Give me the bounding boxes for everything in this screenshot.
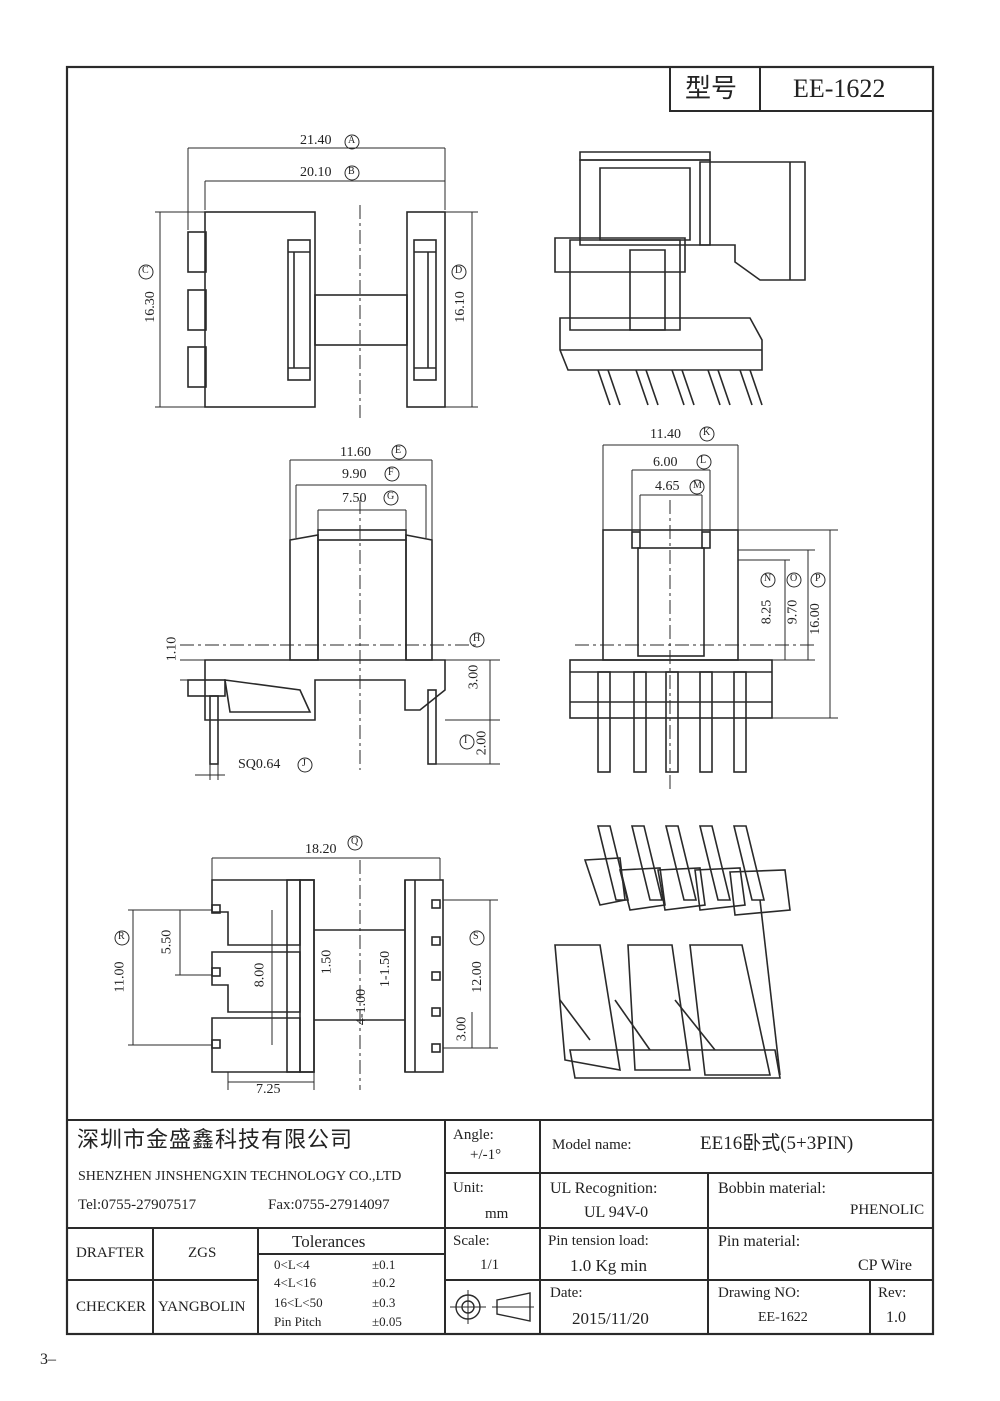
- bobbin-label: Bobbin material:: [718, 1180, 826, 1197]
- scale-value: 1/1: [480, 1257, 500, 1273]
- pin-tension-value: 1.0 Kg min: [570, 1256, 647, 1275]
- dim-o: 9.70: [785, 599, 801, 625]
- dim-p: 16.00: [807, 603, 823, 635]
- dim-d-tag: D: [455, 265, 463, 276]
- drafter-label: DRAFTER: [76, 1245, 145, 1261]
- dim-550: 5.50: [159, 929, 175, 955]
- view-top-left: [155, 147, 478, 418]
- dim-f: 9.90: [342, 467, 367, 482]
- dim-o-tag: O: [790, 573, 798, 584]
- dim-a-tag: A: [348, 135, 356, 146]
- title-block-lines: [67, 1119, 933, 1334]
- model-box: [669, 66, 934, 112]
- dim-k: 11.40: [650, 427, 681, 442]
- dim-s: 12.00: [469, 961, 485, 993]
- dim-b: 20.10: [300, 165, 332, 180]
- type-label: 型号: [685, 74, 738, 103]
- dim-e: 11.60: [340, 445, 371, 460]
- unit-value: mm: [485, 1206, 509, 1222]
- tol-range-2: 16<L<50: [274, 1295, 323, 1310]
- dim-m-tag: M: [693, 480, 702, 491]
- projection-symbol: [450, 1290, 534, 1324]
- tol-value-2: ±0.3: [372, 1295, 396, 1310]
- model-number: EE-1622: [793, 74, 886, 103]
- dim-800: 8.00: [252, 962, 268, 988]
- footer-mark: 3–: [40, 1351, 56, 1368]
- dim-100: 4-1.00: [354, 988, 370, 1026]
- drafter-value: ZGS: [188, 1245, 217, 1261]
- unit-label: Unit:: [453, 1180, 484, 1196]
- dim-q: 18.20: [305, 842, 337, 857]
- dim-d: 16.10: [452, 291, 468, 323]
- dim-k-tag: K: [703, 427, 711, 438]
- view-front-right: [569, 444, 838, 790]
- tol-range-0: 0<L<4: [274, 1257, 310, 1272]
- checker-value: YANGBOLIN: [158, 1299, 246, 1315]
- dim-150a: 1.50: [319, 949, 335, 975]
- drawing-no-label: Drawing NO:: [718, 1285, 801, 1301]
- tolerances-title: Tolerances: [292, 1232, 366, 1251]
- dim-q-tag: Q: [351, 836, 359, 847]
- dim-p-tag: P: [815, 573, 821, 584]
- ul-label: UL Recognition:: [550, 1180, 658, 1197]
- dim-e-tag: E: [395, 445, 402, 456]
- dim-l: 6.00: [653, 455, 678, 470]
- dim-h-small: 1.10: [164, 636, 180, 662]
- company-tel: Tel:0755-27907517: [78, 1197, 197, 1213]
- dim-g-tag: G: [387, 491, 395, 502]
- date-label: Date:: [550, 1285, 583, 1301]
- angle-label: Angle:: [453, 1127, 494, 1143]
- view-iso-top: [554, 151, 806, 406]
- rev-label: Rev:: [878, 1285, 907, 1301]
- dim-n: 8.25: [759, 599, 775, 625]
- view-side-left: [180, 459, 500, 780]
- dim-j-tag: J: [302, 758, 306, 769]
- tol-value-0: ±0.1: [372, 1257, 396, 1272]
- dim-i: 2.00: [474, 730, 490, 756]
- dim-h-tag: H: [473, 633, 481, 644]
- rev-value: 1.0: [886, 1309, 906, 1326]
- ul-value: UL 94V-0: [584, 1204, 649, 1221]
- dim-m: 4.65: [655, 479, 680, 494]
- pin-tension-label: Pin tension load:: [548, 1233, 649, 1249]
- company-fax: Fax:0755-27914097: [268, 1197, 390, 1213]
- bobbin-value: PHENOLIC: [850, 1202, 925, 1218]
- dim-300: 3.00: [454, 1016, 470, 1042]
- dim-c: 16.30: [142, 291, 158, 323]
- company-cn: 深圳市金盛鑫科技有限公司: [77, 1128, 354, 1153]
- dim-j: SQ0.64: [238, 757, 281, 772]
- tol-value-1: ±0.2: [372, 1275, 396, 1290]
- tol-value-3: ±0.05: [372, 1314, 402, 1329]
- dim-r-tag: R: [118, 931, 125, 942]
- date-value: 2015/11/20: [572, 1309, 649, 1328]
- pin-material-label: Pin material:: [718, 1233, 801, 1250]
- view-iso-bottom: [554, 825, 791, 1079]
- angle-value: +/-1°: [470, 1147, 502, 1163]
- dim-g: 7.50: [342, 491, 367, 506]
- dim-i-tag: I: [464, 735, 468, 746]
- tol-range-3: Pin Pitch: [274, 1314, 322, 1329]
- dim-h: 3.00: [466, 664, 482, 690]
- model-name-value: EE16卧式(5+3PIN): [700, 1133, 854, 1154]
- dim-b-tag: B: [348, 166, 355, 177]
- checker-label: CHECKER: [76, 1299, 147, 1315]
- tol-range-1: 4<L<16: [274, 1275, 317, 1290]
- drawing-no-value: EE-1622: [758, 1310, 808, 1325]
- dim-150b: 1-1.50: [378, 950, 394, 988]
- dim-n-tag: N: [764, 573, 772, 584]
- dim-725: 7.25: [256, 1082, 281, 1097]
- model-name-label: Model name:: [552, 1137, 632, 1153]
- view-bottom-left: [128, 857, 498, 1090]
- pin-material-value: CP Wire: [858, 1257, 913, 1274]
- sheet-border: [65, 65, 935, 1336]
- dim-l-tag: L: [700, 455, 707, 466]
- dim-f-tag: F: [388, 467, 394, 478]
- dim-r: 11.00: [112, 961, 128, 993]
- scale-label: Scale:: [453, 1233, 490, 1249]
- dim-a: 21.40: [300, 133, 332, 148]
- dim-s-tag: S: [473, 931, 479, 942]
- dim-c-tag: C: [142, 265, 149, 276]
- company-en: SHENZHEN JINSHENGXIN TECHNOLOGY CO.,LTD: [78, 1169, 402, 1184]
